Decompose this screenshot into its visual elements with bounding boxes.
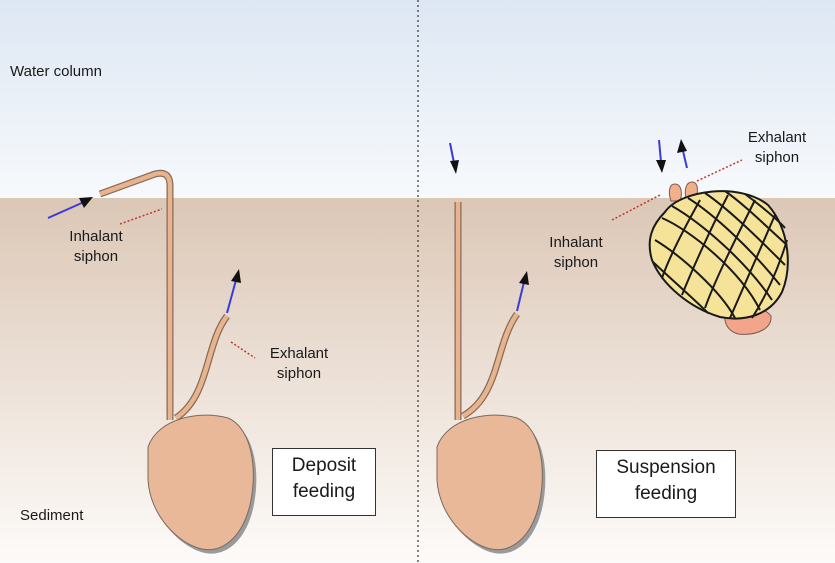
right-exhalant-label: Exhalant siphon — [732, 128, 822, 168]
deposit-feeding-line2: feeding — [273, 479, 375, 505]
left-exhalant-label-line2: siphon — [249, 364, 349, 384]
right-exhalant-label-line2: siphon — [732, 148, 822, 168]
deposit-feeding-box: Deposit feeding — [272, 448, 376, 516]
suspension-feeding-line1: Suspension — [597, 455, 735, 481]
left-inhalant-label-line1: Inhalant — [46, 227, 146, 247]
left-inhalant-label-line2: siphon — [46, 247, 146, 267]
water-column-area — [0, 0, 835, 198]
right-exhalant-label-line1: Exhalant — [732, 128, 822, 148]
suspension-feeding-line2: feeding — [597, 481, 735, 507]
left-inhalant-label: Inhalant siphon — [46, 227, 146, 267]
cockle-siphon-left — [669, 184, 681, 201]
sediment-label: Sediment — [20, 506, 83, 526]
left-exhalant-label: Exhalant siphon — [249, 344, 349, 384]
suspension-feeding-box: Suspension feeding — [596, 450, 736, 518]
right-inhalant-label-line1: Inhalant — [526, 233, 626, 253]
water-column-label: Water column — [10, 62, 102, 82]
right-inhalant-label-line2: siphon — [526, 253, 626, 273]
left-exhalant-label-line1: Exhalant — [249, 344, 349, 364]
right-inhalant-label: Inhalant siphon — [526, 233, 626, 273]
deposit-feeding-line1: Deposit — [273, 453, 375, 479]
